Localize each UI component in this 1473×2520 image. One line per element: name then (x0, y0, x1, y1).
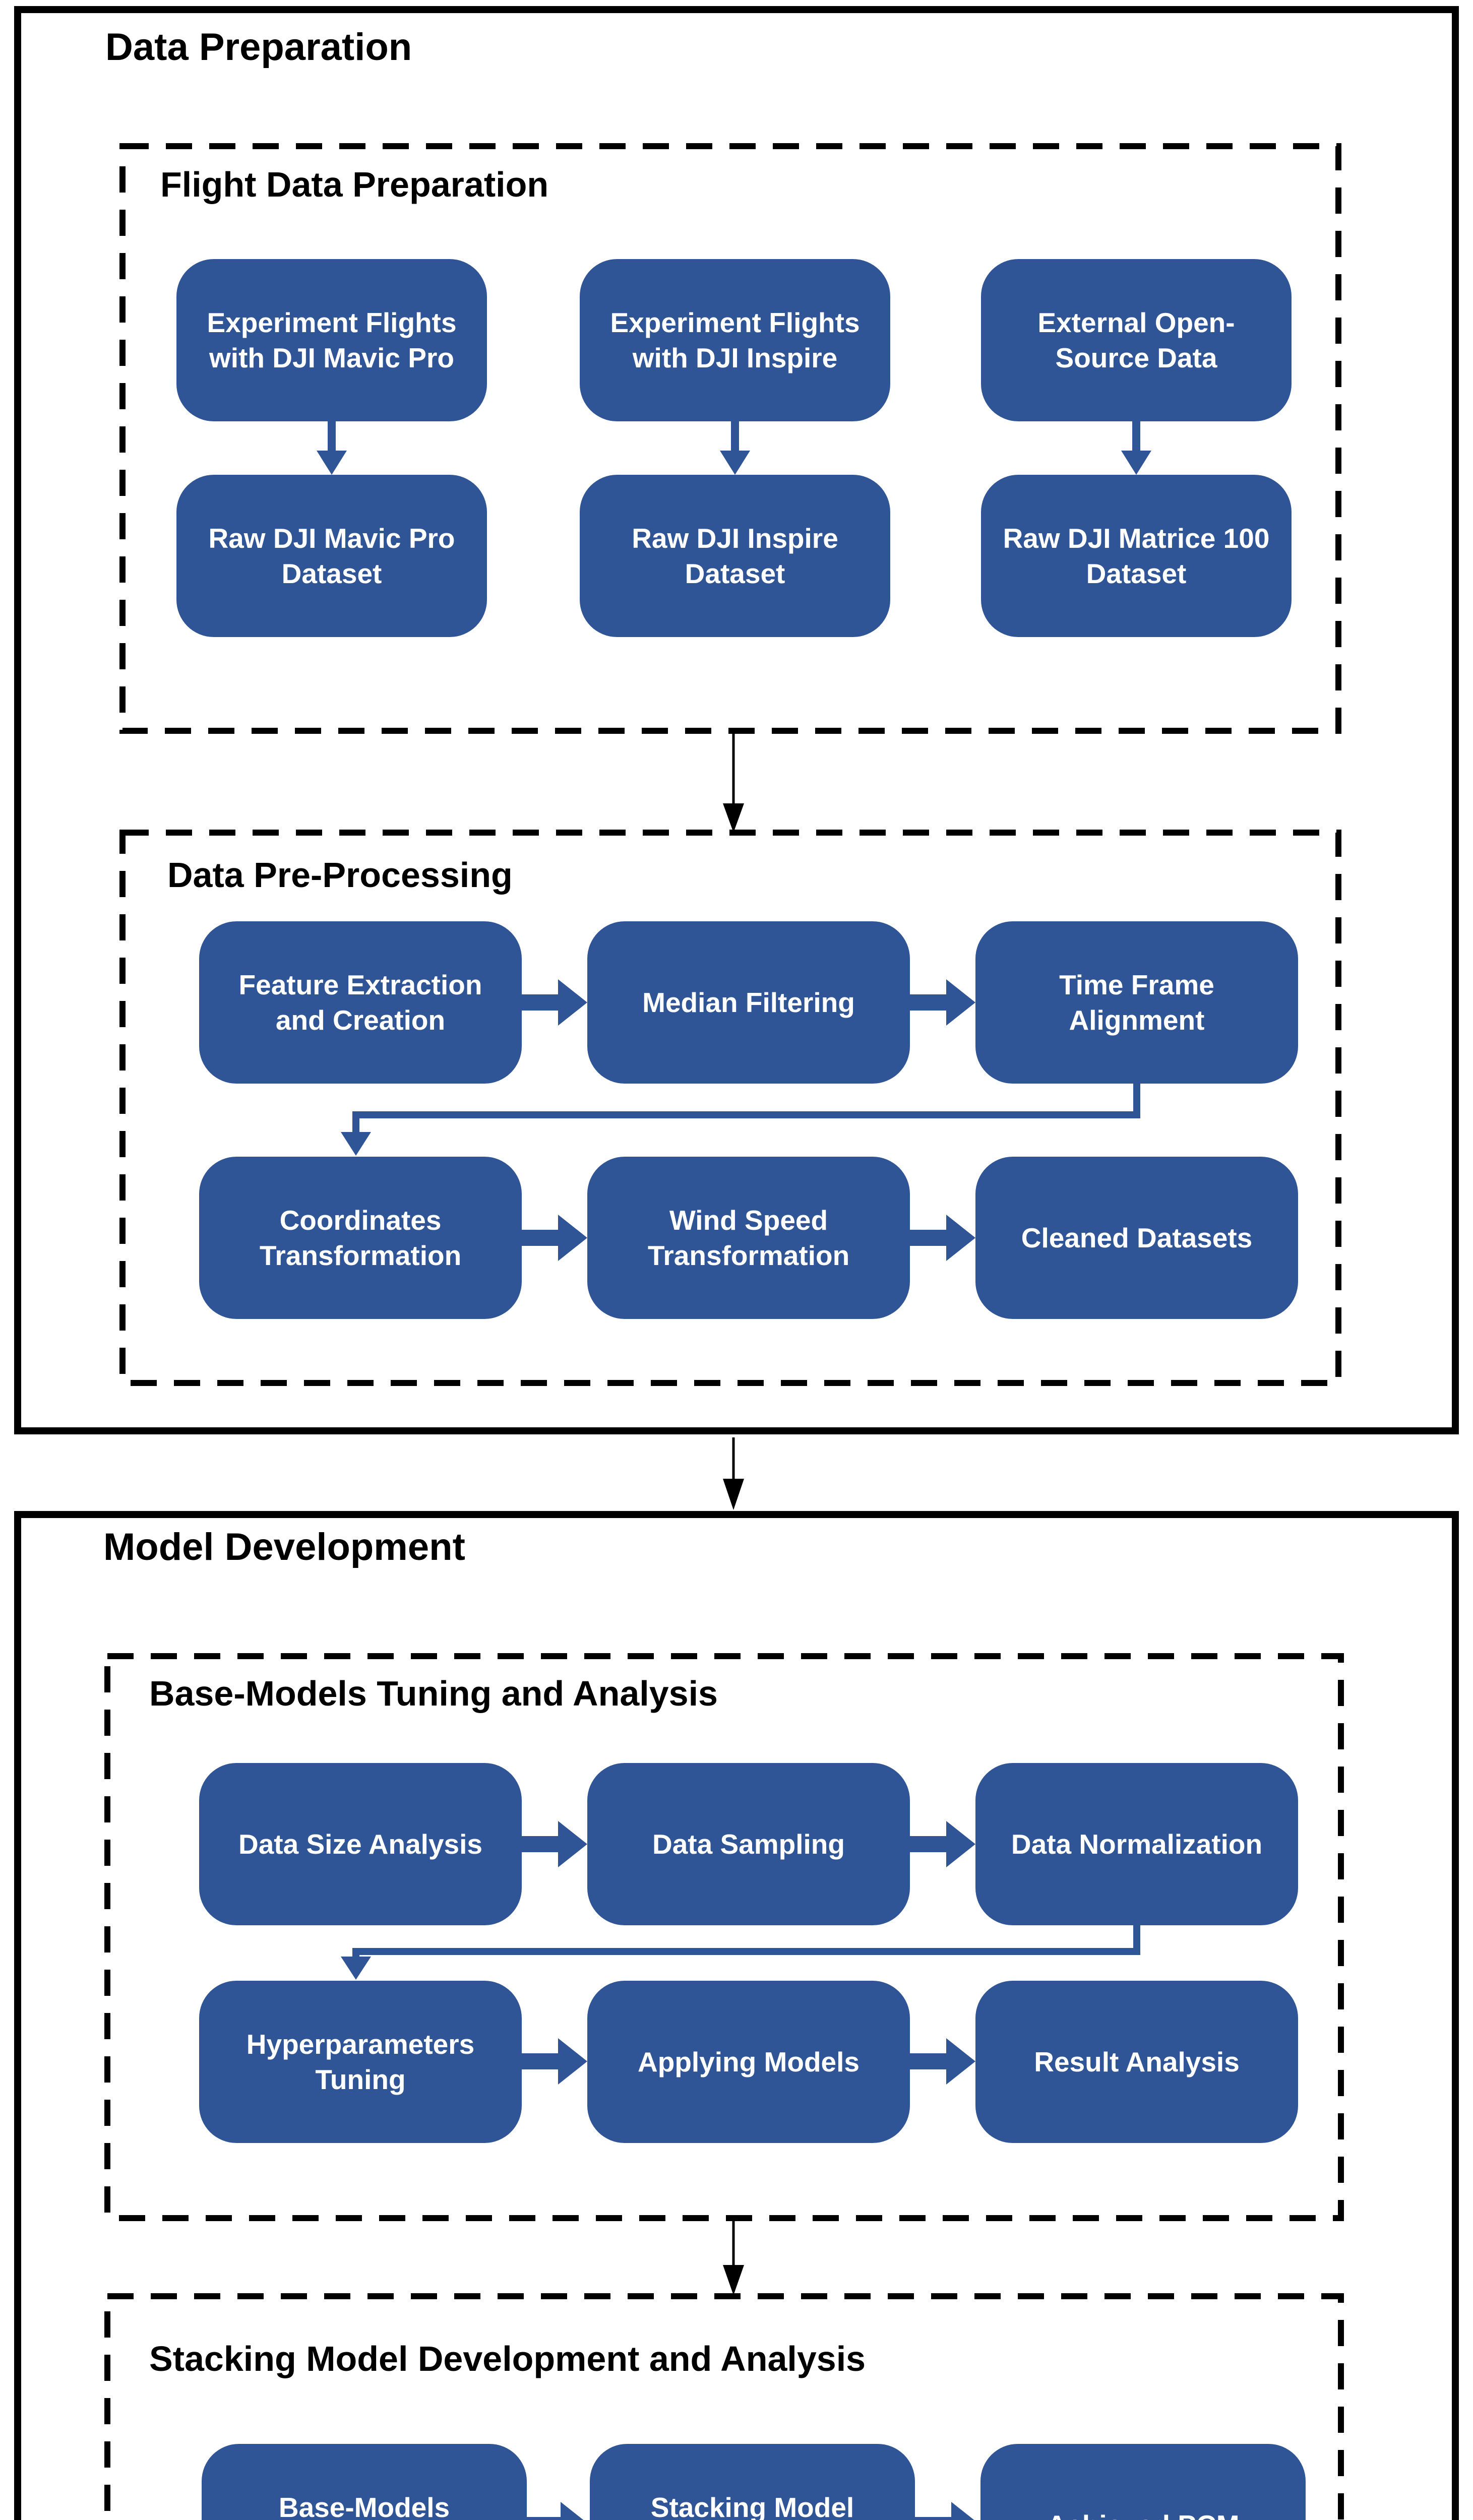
node-coordinates-transformation: Coordinates Transformation (199, 1157, 522, 1319)
node-external-open-source-data: External Open-Source Data (981, 259, 1292, 421)
group-title-stacking-model: Stacking Model Development and Analysis (149, 2339, 866, 2378)
node-experiment-flights-mavic: Experiment Flights with DJI Mavic Pro (176, 259, 487, 421)
node-experiment-flights-inspire: Experiment Flights with DJI Inspire (580, 259, 890, 421)
node-data-size-analysis: Data Size Analysis (199, 1763, 522, 1925)
arrow-right-icon (522, 1821, 587, 1867)
arrow-right-icon (910, 1821, 975, 1867)
arrow-basemodels-to-stacking-icon (723, 2219, 744, 2295)
node-feature-extraction: Feature Extraction and Creation (199, 921, 522, 1084)
node-data-sampling: Data Sampling (587, 1763, 910, 1925)
arrow-right-icon (910, 979, 975, 1026)
group-title-flight-data-preparation: Flight Data Preparation (160, 165, 549, 204)
node-raw-matrice-dataset: Raw DJI Matrice 100 Dataset (981, 475, 1292, 637)
group-title-data-pre-processing: Data Pre-Processing (167, 855, 513, 895)
arrow-flight-to-preprocessing-icon (723, 732, 744, 833)
elbow-connector-preprocessing-icon (341, 1083, 1140, 1156)
arrow-down-opensource-icon (1121, 421, 1151, 475)
arrow-down-mavic-icon (317, 421, 347, 475)
node-applying-models: Applying Models (587, 1981, 910, 2143)
arrow-datapreparation-to-modeldevelopment-icon (723, 1437, 744, 1510)
node-result-analysis: Result Analysis (975, 1981, 1298, 2143)
group-border-stacking-model (104, 2293, 1344, 2520)
arrow-right-icon (910, 2038, 975, 2085)
arrow-right-icon (522, 2038, 587, 2085)
arrow-right-icon (522, 1215, 587, 1261)
group-border-data-pre-processing (119, 830, 1341, 1386)
node-cleaned-datasets: Cleaned Datasets (975, 1157, 1298, 1319)
arrow-right-icon (910, 1215, 975, 1261)
node-median-filtering: Median Filtering (587, 921, 910, 1084)
arrow-down-inspire-icon (720, 421, 750, 475)
node-achieved-pcm: Achieved PCM (980, 2444, 1306, 2520)
node-data-normalization: Data Normalization (975, 1763, 1298, 1925)
group-border-flight-data-preparation (119, 143, 1341, 734)
section-title-data-preparation: Data Preparation (105, 26, 412, 69)
group-border-base-models-tuning (104, 1653, 1344, 2221)
node-time-frame-alignment: Time Frame Alignment (975, 921, 1298, 1084)
node-wind-speed-transformation: Wind Speed Transformation (587, 1157, 910, 1319)
elbow-connector-basemodels-icon (341, 1924, 1140, 1980)
node-stacking-model-building: Stacking Model Building and Training (590, 2444, 915, 2520)
section-border-data-preparation (14, 6, 1459, 1434)
arrow-right-icon (527, 2502, 584, 2520)
node-hyperparameters-tuning: Hyperparameters Tuning (199, 1981, 522, 2143)
section-border-model-development (14, 1511, 1459, 2520)
arrow-right-icon (522, 979, 587, 1026)
node-raw-mavic-dataset: Raw DJI Mavic Pro Dataset (176, 475, 487, 637)
node-base-models-selection: Base-Models Selection (202, 2444, 527, 2520)
node-raw-inspire-dataset: Raw DJI Inspire Dataset (580, 475, 890, 637)
section-title-model-development: Model Development (103, 1526, 465, 1568)
arrow-right-icon (915, 2502, 974, 2520)
group-title-base-models-tuning: Base-Models Tuning and Analysis (149, 1674, 718, 1713)
